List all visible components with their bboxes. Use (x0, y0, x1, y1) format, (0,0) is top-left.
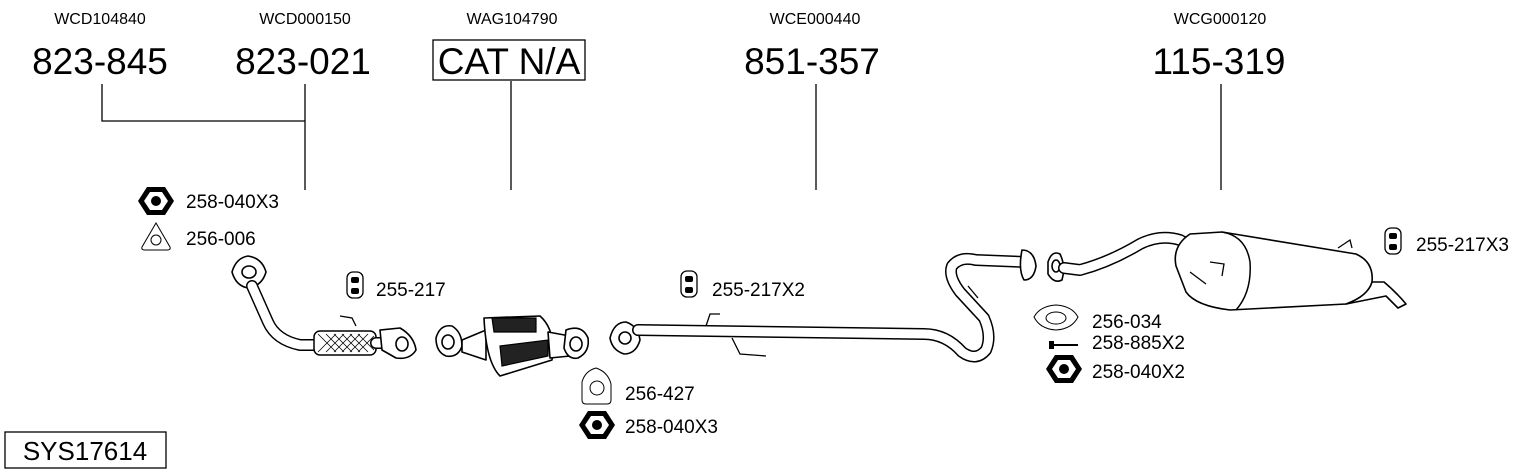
rubber-mount-icon (1384, 227, 1402, 255)
part-code: WCG000120 (1174, 11, 1267, 28)
rubber-mount-icon (680, 270, 698, 298)
part-callout-wcd000150[interactable]: WCD000150 823-021 (235, 11, 371, 82)
system-id: SYS17614 (23, 436, 147, 466)
part-callout-wce000440[interactable]: WCE000440 851-357 (744, 11, 880, 82)
small-part-255-217x2[interactable]: 255-217X2 (680, 270, 805, 301)
part-code: WCD104840 (54, 11, 146, 28)
cat-na-box (432, 39, 586, 81)
hex-nut-icon (138, 187, 174, 215)
rubber-mount-icon (346, 271, 364, 299)
part-number: CAT N/A (438, 41, 581, 82)
small-part-258-040x2[interactable]: 258-040X2 (1046, 355, 1185, 383)
part-code: WCD000150 (259, 11, 351, 28)
system-id-box: SYS17614 (4, 431, 167, 469)
hex-nut-icon (1046, 355, 1082, 383)
small-part-label: 256-427 (625, 384, 695, 405)
small-part-label: 258-040X2 (1092, 362, 1185, 383)
part-code: WAG104790 (466, 11, 557, 28)
part-callout-wag104790[interactable]: WAG104790 CAT N/A (432, 11, 586, 82)
small-part-255-217[interactable]: 255-217 (346, 271, 446, 301)
rear-silencer-drawing (1047, 231, 1407, 311)
front-pipe-drawing (231, 255, 417, 360)
small-part-256-427[interactable]: 256-427 (581, 367, 695, 405)
catalytic-converter-drawing (435, 315, 590, 377)
part-callout-wcd104840[interactable]: WCD104840 823-845 (32, 11, 168, 82)
gasket-triangle-icon (581, 367, 612, 405)
small-part-258-040x3-top[interactable]: 258-040X3 (138, 187, 279, 215)
part-number: 851-357 (744, 41, 880, 82)
small-part-label: 258-040X3 (186, 192, 279, 213)
middle-pipe-drawing (609, 249, 1037, 363)
small-part-label: 258-885X2 (1092, 333, 1185, 354)
part-code: WCE000440 (770, 11, 861, 28)
part-callout-wcg000120[interactable]: WCG000120 115-319 (1152, 11, 1285, 82)
leader-lines (101, 81, 1222, 190)
small-part-label: 255-217 (376, 280, 446, 301)
small-part-label: 258-040X3 (625, 417, 718, 438)
small-part-label: 255-217X2 (712, 280, 805, 301)
small-part-label: 256-006 (186, 229, 256, 250)
small-part-256-006[interactable]: 256-006 (141, 222, 256, 251)
small-part-255-217x3[interactable]: 255-217X3 (1384, 227, 1509, 256)
part-number: 823-845 (32, 41, 168, 82)
hex-nut-icon (579, 411, 615, 439)
part-number: 823-021 (235, 41, 371, 82)
small-part-256-034[interactable]: 256-034 (1033, 304, 1162, 333)
part-number: 115-319 (1152, 41, 1285, 82)
small-part-label: 256-034 (1092, 312, 1162, 333)
bolt-icon (1049, 341, 1078, 349)
gasket-oval-icon (1033, 304, 1079, 331)
small-part-258-885x2[interactable]: 258-885X2 (1049, 333, 1185, 354)
gasket-triangle-icon (141, 222, 171, 251)
small-part-label: 255-217X3 (1416, 235, 1509, 256)
small-part-258-040x3-bottom[interactable]: 258-040X3 (579, 411, 718, 439)
